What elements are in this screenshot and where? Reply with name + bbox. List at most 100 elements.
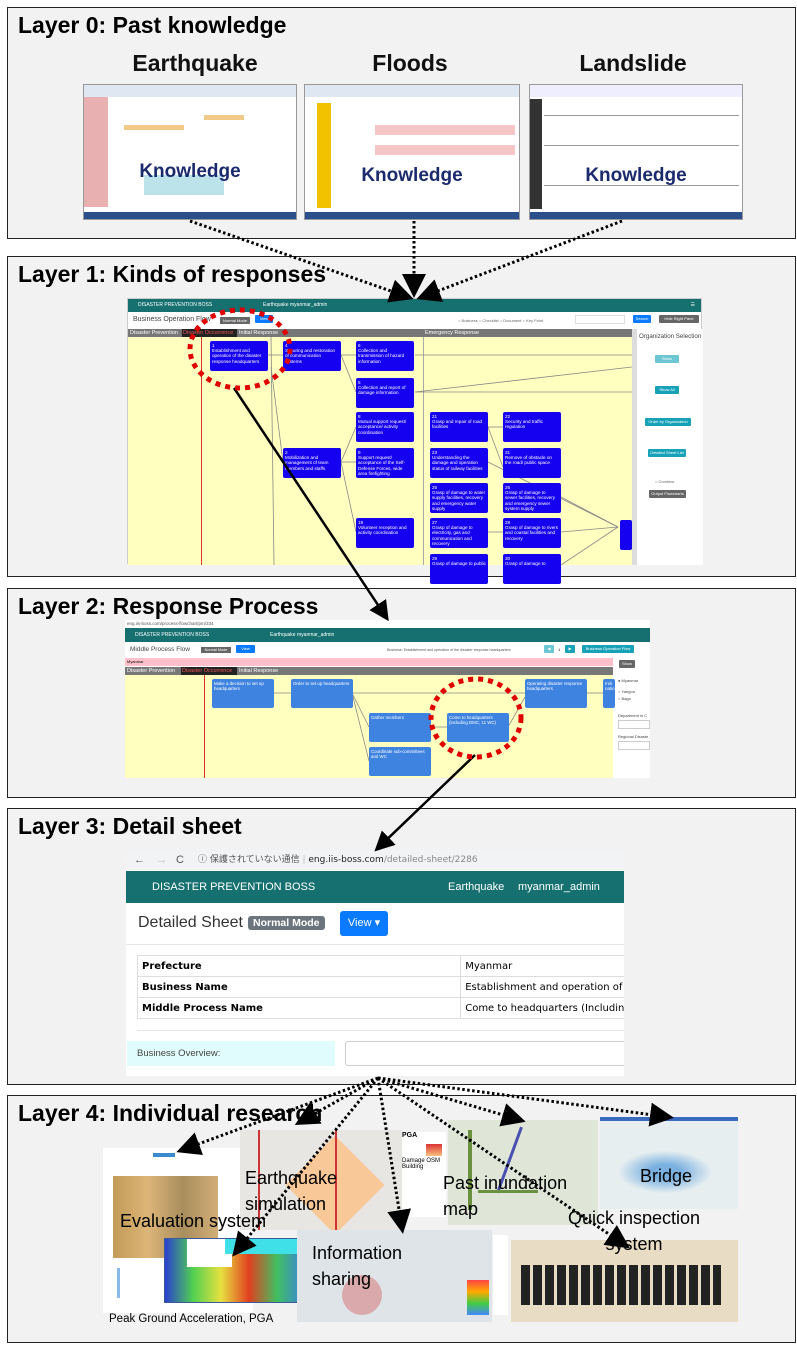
- layer-0-title: Layer 0: Past knowledge: [18, 12, 287, 38]
- pga-caption: Peak Ground Acceleration, PGA: [109, 1313, 274, 1325]
- user: myanmar_admin: [297, 632, 335, 638]
- process-node[interactable]: Come to headquarters (including DMC, 11 …: [447, 713, 509, 742]
- hazard[interactable]: Earthquake: [448, 881, 505, 893]
- process-node[interactable]: Coordinate sub-committees and WC: [369, 747, 431, 776]
- label-information-sharing: Information sharing: [312, 1243, 403, 1289]
- filter-checkboxes[interactable]: ○ Business ○ Checklist ○ Document ○ Key …: [458, 318, 544, 323]
- menu-icon[interactable]: ☰: [690, 302, 695, 308]
- business-overview-input[interactable]: [345, 1041, 624, 1066]
- back-icon[interactable]: ←: [134, 854, 145, 866]
- radio-myanmar[interactable]: ● Myanmar: [618, 678, 639, 683]
- earthquake-knowledge-screenshot: Knowledge: [83, 84, 297, 220]
- node-label: Grasp and repair of road facilities: [432, 419, 483, 430]
- app-name: DISASTER PREVENTION BOSS: [135, 632, 210, 638]
- order-by-organization-button[interactable]: Order by Organization: [645, 418, 691, 426]
- page-number: 1: [558, 647, 561, 652]
- process-node[interactable]: Gather members: [369, 713, 431, 742]
- process-node[interactable]: Initi natio: [603, 679, 615, 708]
- address-bar[interactable]: ⓘ 保護されていない通信 | eng.iis-boss.com/detailed…: [198, 855, 478, 865]
- quick-inspection-screenshot: [511, 1240, 738, 1322]
- landslide-knowledge-screenshot: Knowledge: [529, 84, 743, 220]
- process-node[interactable]: Operating disaster response headquarters: [525, 679, 587, 708]
- app-name[interactable]: DISASTER PREVENTION BOSS: [152, 881, 316, 893]
- department-input[interactable]: [618, 720, 650, 729]
- user[interactable]: myanmar_admin: [518, 881, 600, 893]
- phase-initial-response: Initial Response: [237, 667, 613, 675]
- label-evaluation-system: Evaluation system: [120, 1211, 267, 1231]
- combine-checkbox[interactable]: ○ Combine: [655, 479, 675, 484]
- business-operation-flow-screenshot: DISASTER PREVENTION BOSS Earthquake myan…: [127, 298, 703, 584]
- flow-scrollbar[interactable]: [632, 329, 637, 565]
- detailed-sheet-list-button[interactable]: Detailed Sheet List: [648, 449, 686, 457]
- show-button[interactable]: Show: [655, 355, 679, 363]
- node-number: 6: [358, 343, 361, 348]
- node-number: 28: [505, 520, 511, 525]
- show-all-button[interactable]: Show All: [655, 386, 679, 394]
- node-label: Remove of obstacle on the road/ public s…: [505, 455, 552, 466]
- prev-button[interactable]: ◀: [544, 645, 554, 653]
- app-name: DISASTER PREVENTION BOSS: [138, 302, 213, 308]
- row-value: Myanmar: [460, 955, 624, 977]
- output-flowcharts-button[interactable]: Output Flowcharts: [649, 490, 686, 498]
- phase-disaster-prevention: Disaster Prevention: [128, 329, 182, 337]
- reload-icon[interactable]: C: [176, 854, 184, 866]
- forward-icon[interactable]: →: [156, 854, 167, 866]
- view-button[interactable]: View: [255, 315, 273, 323]
- radio-yangon[interactable]: ○ Yangon: [618, 689, 635, 694]
- mode-badge: Normal Mode: [248, 916, 325, 930]
- business-name: Business: Establishment and operation of…: [387, 648, 511, 652]
- legend-title: PGA: [402, 1132, 418, 1139]
- url-path[interactable]: /detailed-sheet/2286: [383, 855, 478, 865]
- label-bridge: Bridge: [640, 1166, 693, 1186]
- business-operation-flow-button[interactable]: Business Operation Flow: [582, 645, 634, 653]
- flow-node-clipped[interactable]: [620, 520, 632, 550]
- radio-bago[interactable]: ○ Bago: [618, 696, 631, 701]
- node-label: Support request/ acceptance of the Self-…: [358, 455, 405, 476]
- process-right-pane: Show ● Myanmar ○ Yangon ○ Bago Departmen…: [615, 658, 650, 778]
- process-node[interactable]: Make a decision to set up headquarters: [212, 679, 274, 708]
- view-dropdown-button[interactable]: View ▾: [340, 911, 388, 936]
- process-node[interactable]: Order to set up headquarters: [291, 679, 353, 708]
- hide-right-pane-button[interactable]: Hide Right Pane: [659, 315, 699, 323]
- node-number: 27: [432, 520, 438, 525]
- show-button[interactable]: Show: [619, 660, 635, 668]
- next-button[interactable]: ▶: [565, 645, 575, 653]
- view-button[interactable]: View: [236, 645, 255, 653]
- right-pane: Organization Selection Show Show All Ord…: [637, 329, 703, 565]
- search-button[interactable]: Search: [633, 315, 651, 323]
- url-host[interactable]: eng.iis-boss.com: [308, 855, 384, 865]
- phase-emergency-response: Emergency Response: [423, 329, 632, 337]
- detail-sheet-screenshot: ← → C ⓘ 保護されていない通信 | eng.iis-boss.com/de…: [126, 850, 624, 1076]
- node-label: Volunteer reception and activity coordin…: [358, 525, 407, 536]
- node-label: Grasp of damage to water supply faciliti…: [432, 490, 486, 511]
- phase-disaster-occurrence: Disaster Occurrence: [181, 667, 237, 675]
- legend-damage: Damage OSM Building: [402, 1158, 441, 1170]
- user: myanmar_admin: [290, 302, 328, 308]
- node-number: 21: [432, 414, 438, 419]
- regional-input[interactable]: [618, 741, 650, 750]
- search-input[interactable]: [575, 315, 625, 324]
- hazard: Earthquake: [270, 632, 296, 638]
